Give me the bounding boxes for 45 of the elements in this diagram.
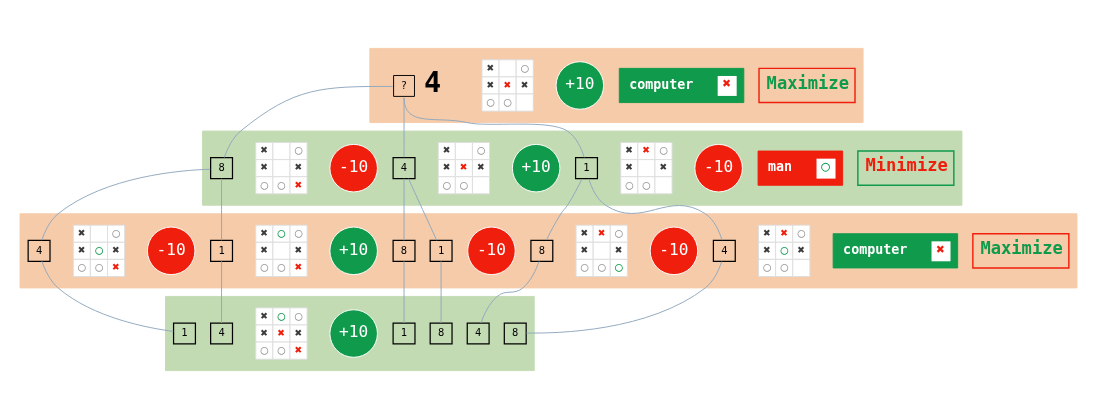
node-circle: -10 [467, 226, 516, 276]
connector [440, 260, 442, 324]
node-box: 8 [530, 239, 554, 262]
node-box: 4 [712, 239, 736, 262]
connector [480, 260, 540, 324]
node-circle: -10 [146, 226, 196, 276]
node-box: Maximize [972, 233, 1070, 269]
node-box: computer ✖ [618, 67, 745, 104]
node-box: 8 [392, 239, 416, 262]
connector [403, 178, 405, 241]
node-box: 1 [210, 239, 234, 262]
node-circle: -10 [329, 143, 378, 193]
node-box: 1 [172, 322, 197, 345]
node-box: computer ✖ [832, 233, 959, 269]
connector [407, 178, 438, 241]
node-circle: -10 [694, 143, 743, 193]
node-box: Minimize [857, 150, 955, 186]
connector [403, 97, 405, 158]
cluster [19, 213, 1078, 289]
node-circle: +10 [555, 61, 605, 110]
connector [221, 178, 223, 241]
node-box: 8 [503, 322, 527, 345]
connector [545, 178, 583, 241]
node-box: 4 [466, 322, 490, 345]
node-box: 1 [392, 322, 416, 345]
node-box: Maximize [758, 67, 856, 104]
node-box: 4 [27, 239, 51, 262]
connector [403, 260, 405, 324]
connector [221, 260, 223, 324]
node-circle: +10 [511, 143, 561, 193]
node-circle: -10 [649, 226, 699, 276]
node-label: 4 [424, 66, 442, 100]
node-box: man ◯ [757, 150, 844, 186]
node-box: 4 [392, 157, 416, 180]
node-box: 1 [574, 157, 599, 180]
node-box: 1 [429, 239, 453, 262]
cluster [165, 296, 535, 372]
node-box: 8 [429, 322, 453, 345]
node-circle: +10 [329, 309, 378, 358]
cluster [202, 130, 963, 206]
node-box: ? [393, 75, 415, 97]
node-circle: +10 [329, 226, 378, 276]
node-box: 8 [210, 157, 234, 180]
cluster [369, 47, 864, 123]
node-box: 4 [210, 322, 234, 345]
